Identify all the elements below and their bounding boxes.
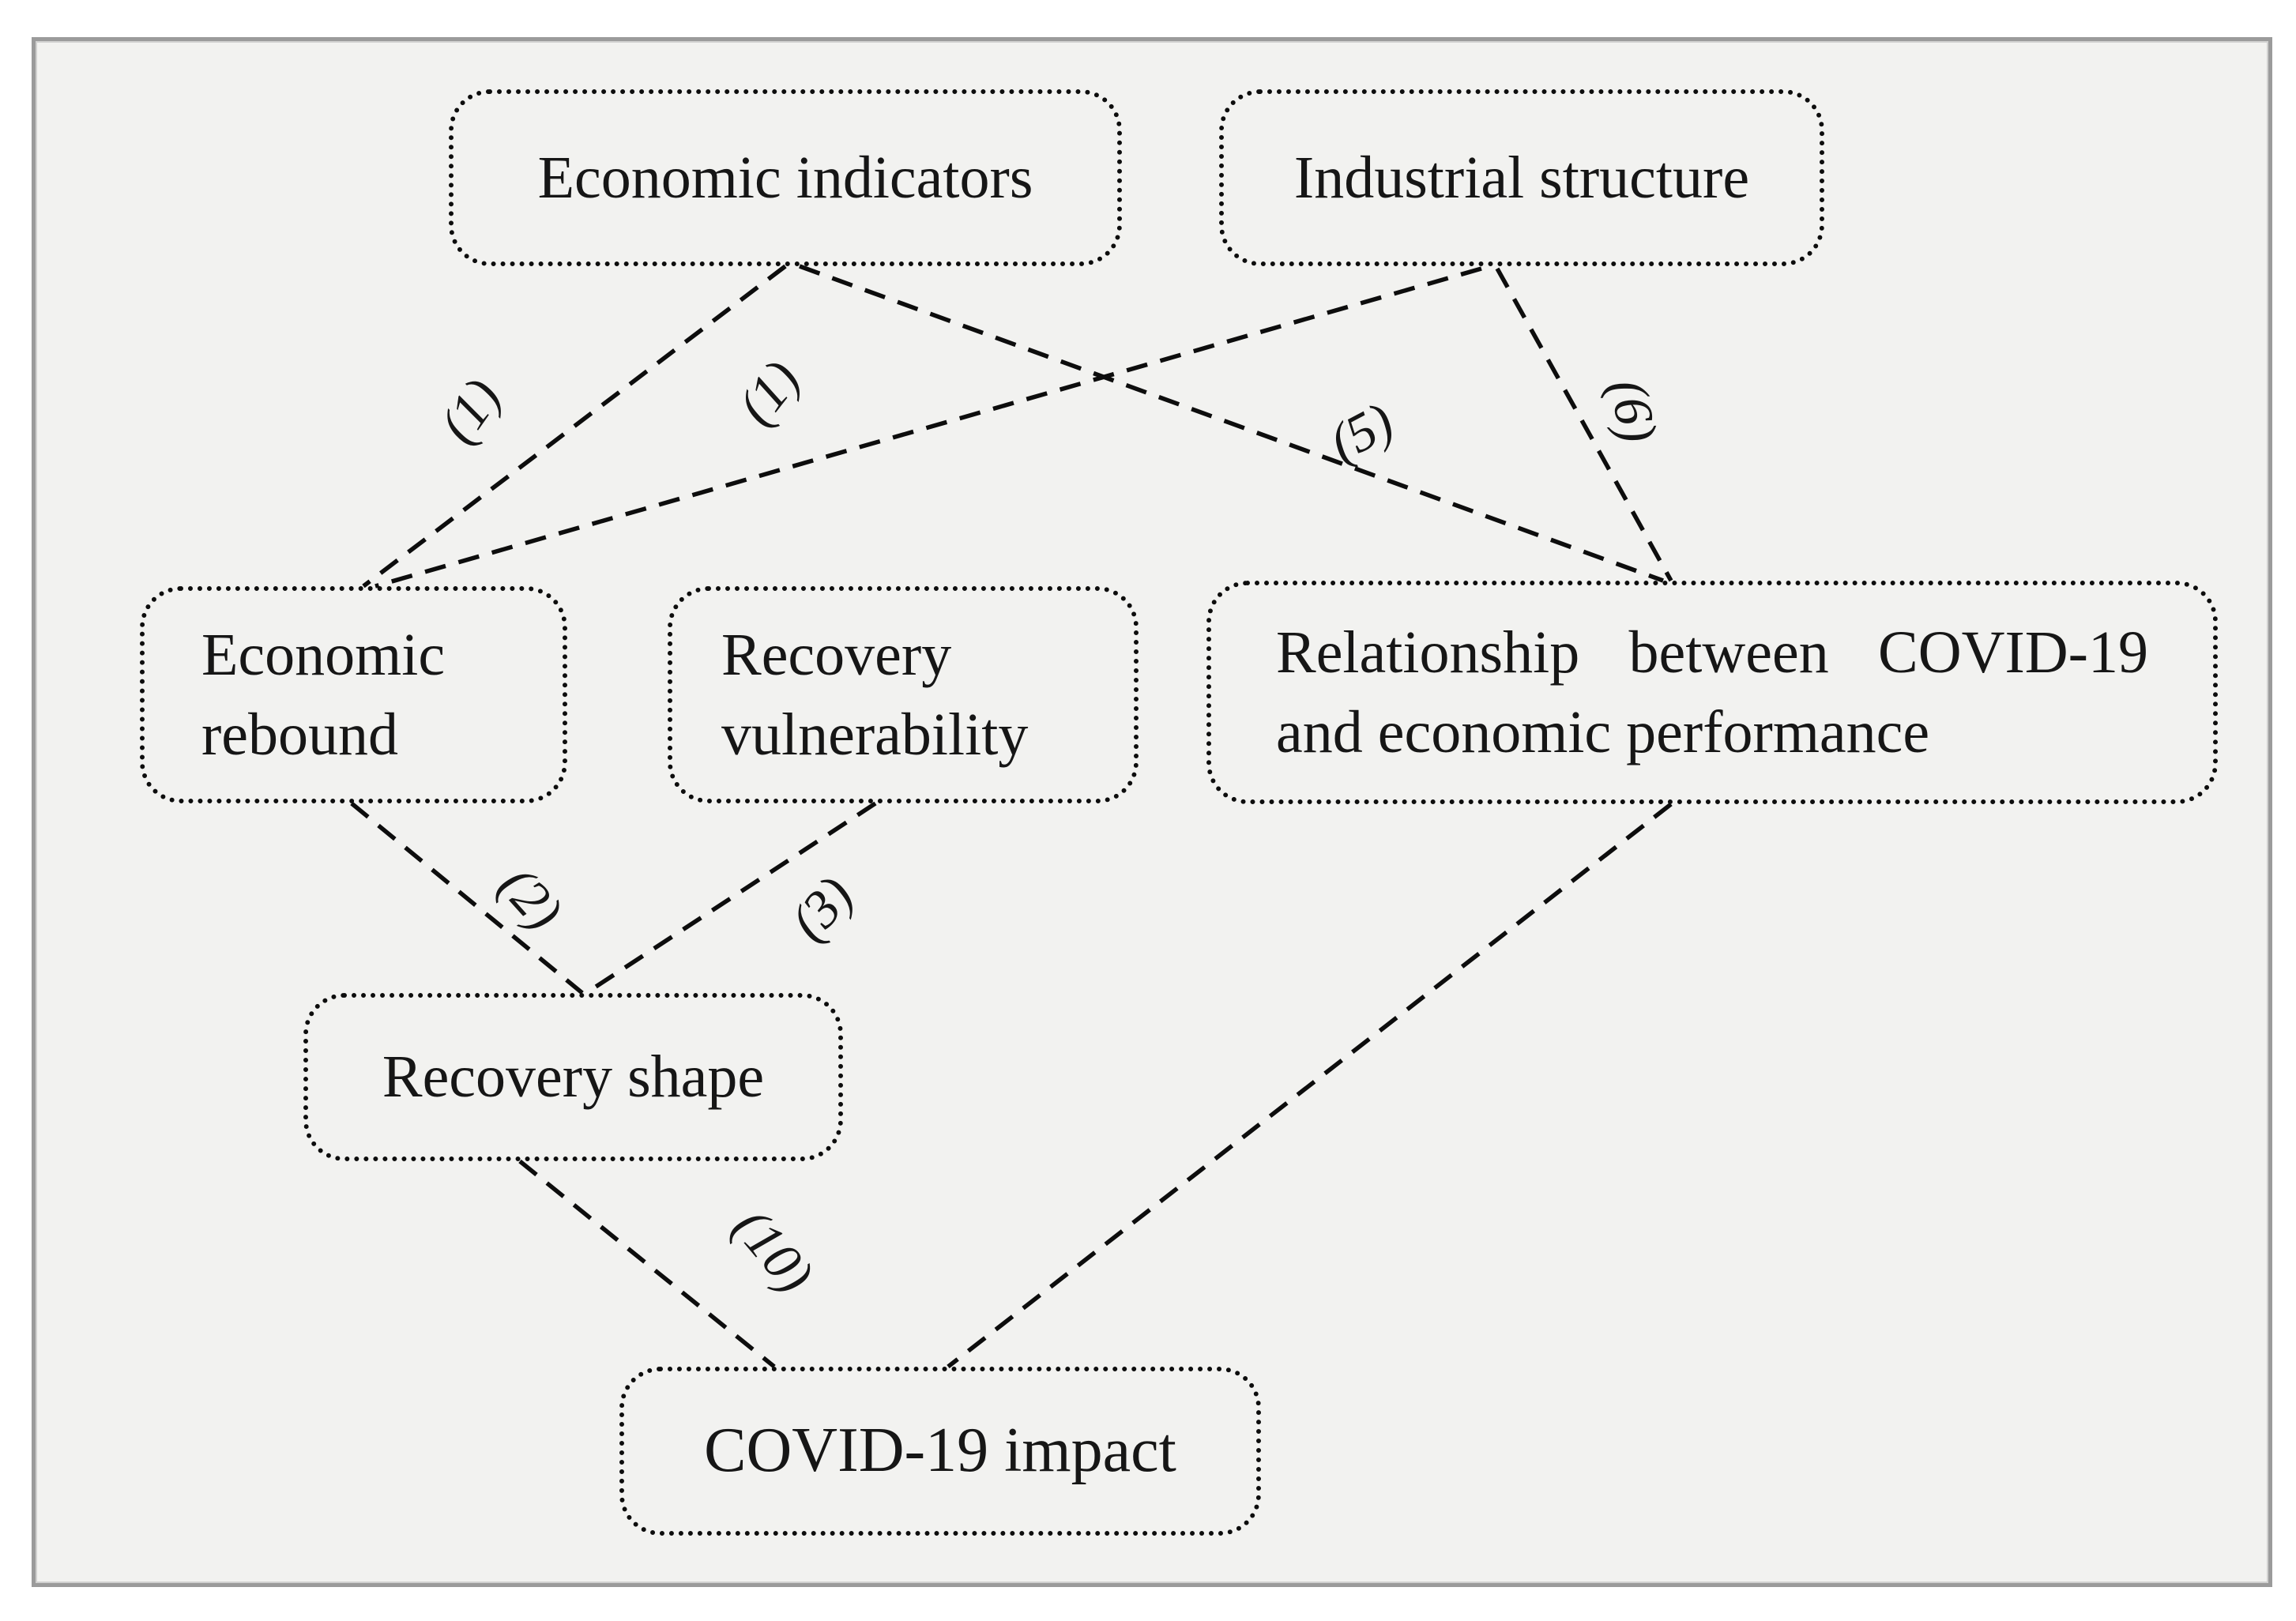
node-economic-indicators: Economic indicators xyxy=(449,89,1122,266)
node-label: Relationship between COVID-19 and econom… xyxy=(1276,619,2148,765)
node-label: COVID-19 impact xyxy=(704,1416,1176,1486)
node-recovery-shape: Recovery shape xyxy=(303,993,843,1161)
node-industrial-structure: Industrial structure xyxy=(1219,89,1824,266)
node-recovery-vulnerability: Recovery vulnerability xyxy=(668,586,1139,803)
node-label: Recovery shape xyxy=(382,1044,765,1111)
node-label: Economic rebound xyxy=(201,622,446,768)
node-economic-rebound: Economic rebound xyxy=(140,586,567,803)
figure-frame xyxy=(32,37,2272,1587)
node-label: Economic indicators xyxy=(537,144,1033,211)
node-covid-impact: COVID-19 impact xyxy=(619,1367,1261,1536)
node-relationship-covid-economic-performance: Relationship between COVID-19 and econom… xyxy=(1206,581,2218,804)
node-label: Recovery vulnerability xyxy=(721,622,1029,768)
node-label: Industrial structure xyxy=(1293,144,1750,211)
